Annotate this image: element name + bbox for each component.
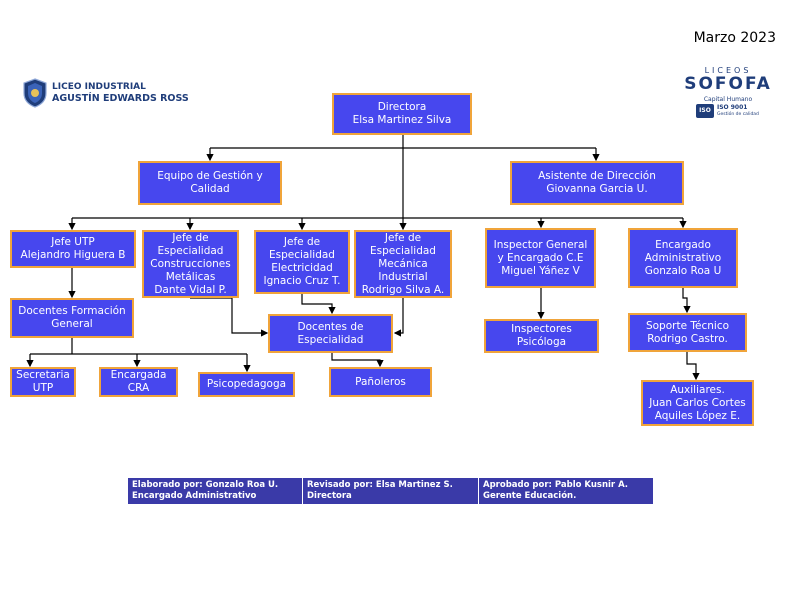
school-logo: LICEO INDUSTRIAL AGUSTÍN EDWARDS ROSS [22, 78, 222, 108]
footer-aprobado-line-2: Gerente Educación. [483, 491, 577, 501]
node-esp-mec-line-2: Especialidad [370, 244, 436, 257]
node-inspectores-line-1: Inspectores [511, 323, 572, 335]
footer-elaborado: Elaborado por: Gonzalo Roa U.Encargado A… [128, 478, 302, 504]
node-secretaria-line-1: Secretaria [16, 369, 70, 381]
node-inspector-line-3: Miguel Yáñez V [501, 264, 580, 277]
document-date: Marzo 2023 [693, 30, 776, 46]
node-docentes-especialidad-line-1: Docentes de [297, 320, 364, 333]
node-inspectores-line-2: Psicóloga [516, 336, 567, 348]
node-encargado-adm-line-2: Administrativo [644, 251, 722, 264]
node-esp-elec-line-2: Especialidad [269, 249, 335, 261]
node-secretaria-line-2: UTP [32, 382, 54, 394]
sofofa-logo-sub: Capital Humano [703, 96, 753, 103]
node-auxiliares-line-1: Auxiliares. [670, 383, 725, 396]
node-asistente-line-1: Asistente de Dirección [538, 170, 656, 182]
sofofa-logo-top: LICEOS [704, 66, 752, 75]
node-psicopedagoga-line-1: Psicopedagoga [206, 378, 287, 390]
footer-aprobado-line-1: Aprobado por: Pablo Kusnir A. [483, 480, 629, 490]
node-esp-elec-line-1: Jefe de [283, 236, 321, 248]
node-directora-line-2: Elsa Martinez Silva [352, 114, 452, 126]
node-panoleros-line-1: Pañoleros [355, 375, 406, 388]
node-esp-mec-line-1: Jefe de [384, 231, 422, 244]
footer-revisado: Revisado por: Elsa Martinez S.Directora [303, 478, 478, 504]
iso-sublabel: Gestión de calidad [717, 112, 759, 117]
line-docentes-esp-to-panoleros [331, 353, 384, 368]
node-docentes-formacion-line-2: General [51, 318, 93, 330]
node-gestion-line-1: Equipo de Gestión y [157, 170, 263, 182]
iso-badge-icon: ISO [696, 104, 714, 118]
node-esp-elec-line-4: Ignacio Cruz T. [263, 275, 341, 287]
node-esp-const-line-2: Especialidad [157, 244, 224, 257]
node-gestion-line-2: Calidad [190, 183, 230, 195]
footer-revisado-line-1: Revisado por: Elsa Martinez S. [307, 480, 453, 490]
node-encargado-adm-line-1: Encargado [655, 238, 711, 251]
node-encargada-cra-line-2: CRA [127, 382, 150, 394]
node-soporte-line-2: Rodrigo Castro. [647, 332, 728, 345]
node-panoleros: Pañoleros [329, 367, 432, 397]
sofofa-logo: LICEOS SOFOFA Capital Humano ISO ISO 900… [676, 66, 780, 124]
node-directora-line-1: Directora [377, 101, 427, 113]
sofofa-logo-brand: SOFOFA [684, 74, 772, 94]
node-docentes-formacion-line-1: Docentes Formación [18, 305, 126, 317]
node-inspector-line-2: y Encargado C.E [497, 251, 584, 264]
footer-aprobado: Aprobado por: Pablo Kusnir A.Gerente Edu… [479, 478, 653, 504]
node-esp-mec-line-5: Rodrigo Silva A. [361, 283, 445, 296]
node-encargado-adm-line-3: Gonzalo Roa U [644, 264, 722, 277]
line-adm-to-soporte [682, 288, 691, 314]
node-auxiliares-line-3: Aquiles López E. [654, 409, 741, 422]
node-esp-const-line-4: Metálicas [165, 270, 216, 283]
node-esp-const-line-5: Dante Vidal P. [154, 283, 227, 296]
node-docentes-especialidad-line-2: Especialidad [297, 333, 364, 346]
school-logo-line1: LICEO INDUSTRIAL [52, 82, 146, 92]
node-esp-const-line-3: Construcciones [150, 257, 231, 270]
node-esp-mec-line-4: Industrial [378, 270, 428, 283]
line-soporte-to-auxiliares [686, 352, 700, 381]
footer-revisado-line-2: Directora [307, 491, 352, 501]
node-auxiliares-line-2: Juan Carlos Cortes [649, 396, 746, 409]
node-psicopedagoga: Psicopedagoga [198, 372, 295, 397]
line-mec-to-docentes-esp [393, 298, 404, 337]
footer-elaborado-line-2: Encargado Administrativo [132, 491, 257, 501]
node-jefe-utp-line-2: Alejandro Higuera B [20, 249, 126, 261]
node-esp-elec-line-3: Electricidad [271, 262, 333, 274]
iso-label: ISO 9001 [717, 104, 748, 111]
node-esp-mec-line-3: Mecánica [378, 257, 428, 270]
node-encargada-cra-line-1: Encargada [110, 369, 167, 381]
line-elec-to-docentes-esp [301, 294, 336, 315]
school-shield-icon [23, 78, 47, 108]
footer-elaborado-line-1: Elaborado por: Gonzalo Roa U. [132, 480, 279, 490]
school-logo-line2: AGUSTÍN EDWARDS ROSS [52, 93, 189, 104]
node-esp-const-line-1: Jefe de [172, 231, 209, 244]
node-jefe-utp-line-1: Jefe UTP [51, 236, 95, 248]
line-const-to-docentes-esp [190, 297, 269, 337]
node-asistente-line-2: Giovanna Garcia U. [546, 183, 648, 195]
node-inspector-line-1: Inspector General [493, 238, 588, 251]
node-soporte-line-1: Soporte Técnico [645, 319, 730, 332]
